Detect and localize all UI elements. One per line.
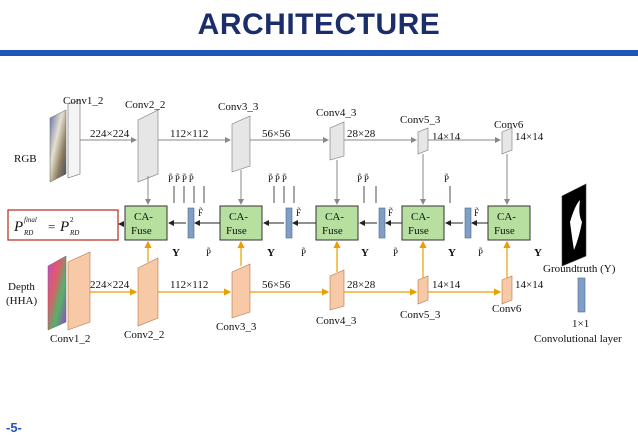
depth-conv3-block: [231, 263, 251, 319]
svg-text:CA-: CA-: [411, 211, 430, 223]
svg-text:P: P: [13, 219, 23, 235]
depth-conv1-label: Conv1_2: [50, 333, 90, 345]
rgb-conv5-block: [417, 127, 429, 155]
depth-conv4-label: Conv4_3: [316, 315, 357, 327]
rgb-size-1: 224×224: [90, 128, 130, 140]
svg-text:Fuse: Fuse: [494, 225, 515, 237]
rgb-size-2: 112×112: [170, 128, 208, 140]
svg-text:CA-: CA-: [325, 211, 344, 223]
svg-text:CA-: CA-: [229, 211, 248, 223]
rgb-to-fuse-links: [145, 154, 510, 205]
prediction-annotations-bottom: P̃ P̃ P̃ P̃: [206, 248, 483, 258]
depth-label-line2: (HHA): [6, 295, 37, 307]
final-output: P final RD = P 2 RD: [7, 209, 119, 241]
svg-text:P̃: P̃: [478, 248, 483, 258]
depth-size-4: 28×28: [347, 279, 376, 291]
rgb-size-6: 14×14: [515, 131, 544, 143]
depth-conv5-label: Conv5_3: [400, 309, 441, 321]
rgb-conv1-label: Conv1_2: [63, 95, 103, 107]
svg-text:P̃: P̃: [206, 248, 211, 258]
svg-text:F̃: F̃: [388, 208, 393, 218]
svg-text:Fuse: Fuse: [131, 225, 152, 237]
svg-text:Y: Y: [448, 247, 456, 259]
svg-text:P: P: [59, 219, 69, 235]
svg-text:Fuse: Fuse: [322, 225, 343, 237]
rgb-conv2-block: [137, 109, 159, 183]
rgb-conv2-label: Conv2_2: [125, 99, 165, 111]
svg-text:F̃: F̃: [296, 208, 301, 218]
depth-input-image: [47, 251, 91, 331]
depth-label-line1: Depth: [8, 281, 35, 293]
rgb-conv4-label: Conv4_3: [316, 107, 357, 119]
svg-text:final: final: [24, 216, 37, 224]
ca-fuse-block-4: CA- Fuse: [401, 205, 445, 241]
fuse-side-annotations: F̃ F̃ F̃ F̃: [198, 208, 479, 218]
svg-text:Y: Y: [534, 247, 542, 259]
rgb-label: RGB: [14, 153, 37, 165]
depth-size-3: 56×56: [262, 279, 291, 291]
svg-text:2: 2: [70, 216, 74, 224]
rgb-conv6-label: Conv6: [494, 119, 524, 131]
legend-conv-size: 1×1: [572, 318, 589, 330]
title-divider: [0, 50, 638, 56]
legend-conv-label: Convolutional layer: [534, 333, 622, 345]
supervision-labels: Y Y Y Y Y: [172, 247, 542, 259]
svg-text:Y: Y: [172, 247, 180, 259]
svg-text:P̃: P̃: [301, 248, 306, 258]
rgb-size-5: 14×14: [432, 131, 461, 143]
rgb-input-image: [49, 99, 81, 183]
svg-text:RD: RD: [23, 229, 33, 237]
annotation-arrows-top: [173, 186, 451, 203]
svg-text:P̃: P̃: [444, 174, 449, 184]
prediction-annotations-top: P̃ P̃ P̃ P̃ P̃ P̃ P̃ P̃ P̃ P̃: [168, 174, 449, 184]
ca-fuse-block-1: CA- Fuse: [124, 205, 168, 241]
depth-conv3-label: Conv3_3: [216, 321, 257, 333]
depth-size-2: 112×112: [170, 279, 208, 291]
depth-conv6-label: Conv6: [492, 303, 522, 315]
ca-fuse-block-5: CA- Fuse: [487, 205, 531, 241]
svg-text:Y: Y: [361, 247, 369, 259]
svg-text:P̃ P̃ P̃: P̃ P̃ P̃: [268, 174, 287, 184]
svg-text:P̃ P̃ P̃ P̃: P̃ P̃ P̃ P̃: [168, 174, 194, 184]
rgb-conv4-block: [329, 121, 345, 161]
depth-size-5: 14×14: [432, 279, 461, 291]
svg-text:CA-: CA-: [134, 211, 153, 223]
depth-conv6-block: [501, 275, 513, 305]
depth-conv4-block: [329, 269, 345, 311]
rgb-conv5-label: Conv5_3: [400, 114, 441, 126]
depth-conv5-block: [417, 275, 429, 305]
ca-fuse-block-2: CA- Fuse: [219, 205, 263, 241]
depth-conv2-label: Conv2_2: [124, 329, 164, 341]
depth-conv2-block: [137, 257, 159, 327]
svg-text:Fuse: Fuse: [408, 225, 429, 237]
svg-text:Fuse: Fuse: [226, 225, 247, 237]
svg-text:=: =: [48, 219, 55, 234]
slide-title: ARCHITECTURE: [197, 8, 441, 41]
svg-text:F̃: F̃: [474, 208, 479, 218]
svg-text:P̃: P̃: [393, 248, 398, 258]
page-number: -5-: [6, 420, 22, 435]
groundtruth-image: [561, 183, 587, 267]
ca-fuse-block-3: CA- Fuse: [315, 205, 359, 241]
svg-text:CA-: CA-: [497, 211, 516, 223]
svg-text:Y: Y: [267, 247, 275, 259]
depth-to-fuse-links: [144, 240, 511, 278]
depth-size-1: 224×224: [90, 279, 130, 291]
svg-text:F̃: F̃: [198, 208, 203, 218]
legend-conv-bar: [577, 277, 586, 313]
svg-text:P̃ P̃: P̃ P̃: [357, 174, 369, 184]
rgb-conv3-label: Conv3_3: [218, 101, 259, 113]
rgb-conv3-block: [231, 115, 251, 173]
rgb-size-4: 28×28: [347, 128, 376, 140]
svg-text:RD: RD: [69, 229, 79, 237]
rgb-size-3: 56×56: [262, 128, 291, 140]
depth-size-6: 14×14: [515, 279, 544, 291]
groundtruth-label: Groundtruth (Y): [543, 263, 616, 275]
rgb-conv6-block: [501, 127, 513, 155]
